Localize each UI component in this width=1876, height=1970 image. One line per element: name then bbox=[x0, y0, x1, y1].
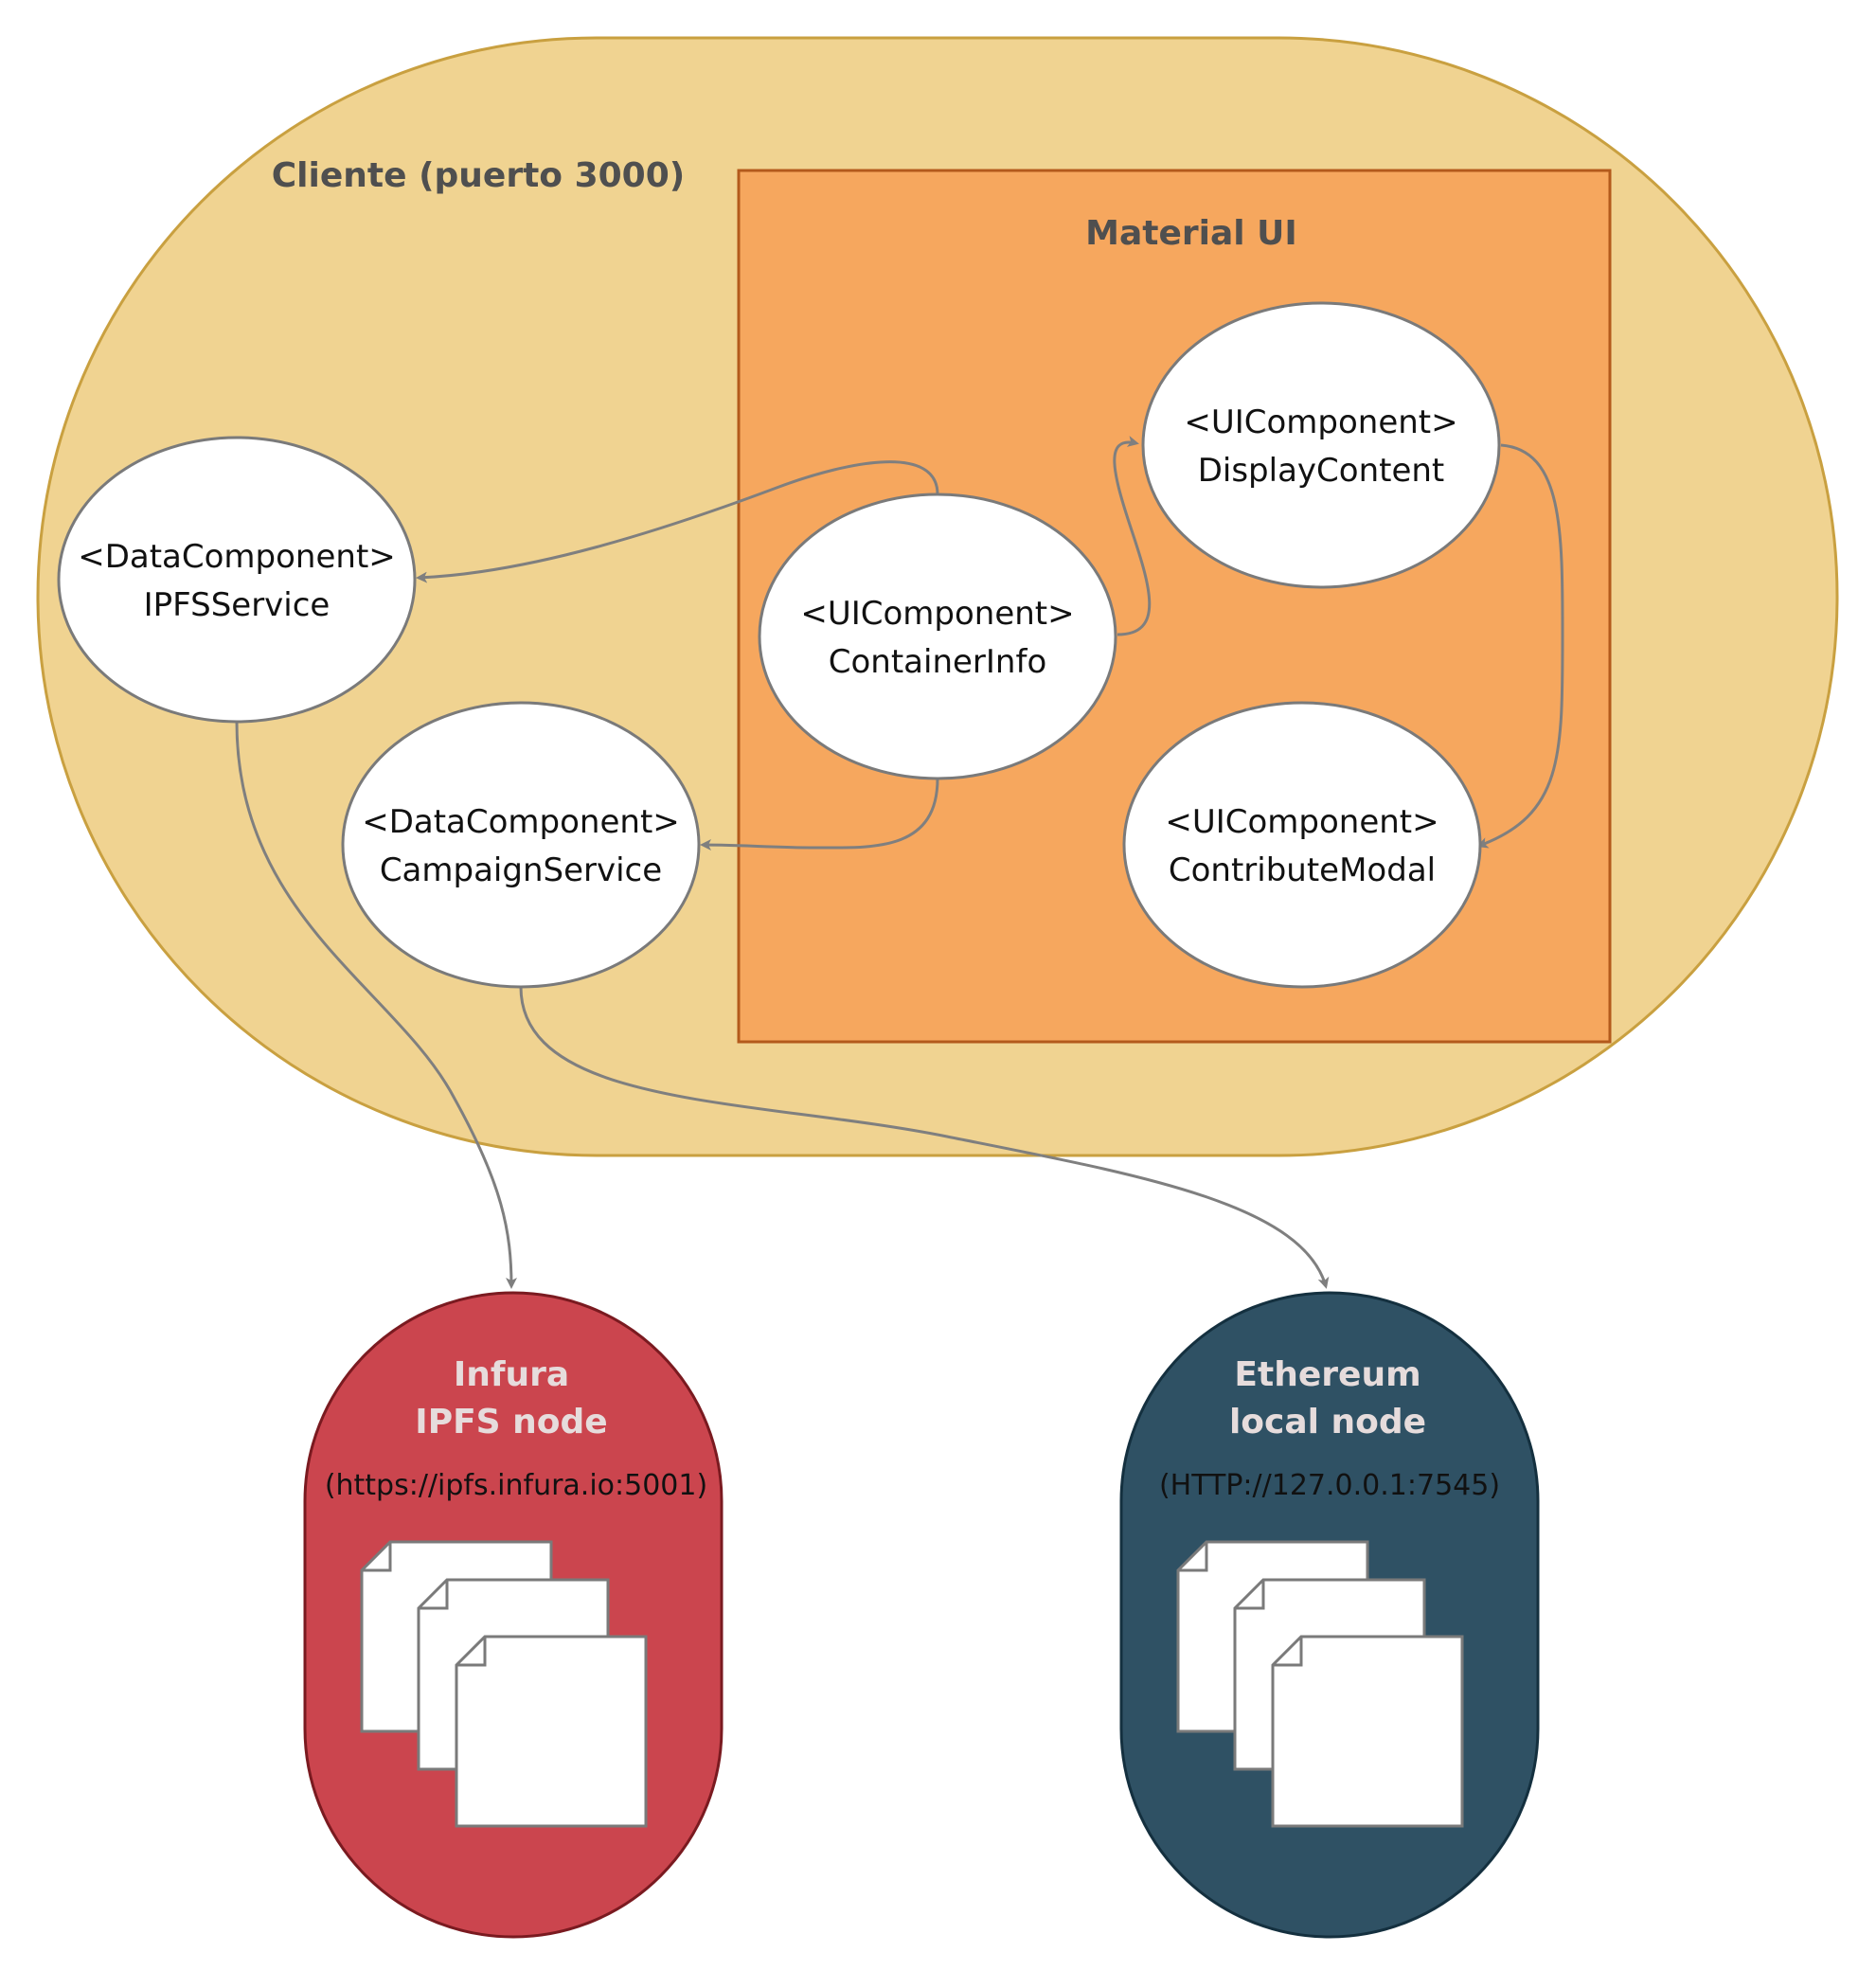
documents-stack-icon bbox=[360, 1540, 648, 1828]
ethereum-node-url: (HTTP://127.0.0.1:7545) bbox=[1159, 1469, 1500, 1502]
component-contributemodal-name: ContributeModal bbox=[1169, 851, 1436, 889]
component-ipfsservice: <DataComponent> IPFSService bbox=[57, 436, 417, 724]
component-ipfsservice-name: IPFSService bbox=[144, 586, 331, 624]
component-containerinfo-name: ContainerInfo bbox=[829, 643, 1047, 681]
component-contributemodal-shape bbox=[1122, 701, 1482, 989]
component-campaignservice: <DataComponent> CampaignService bbox=[341, 701, 701, 989]
component-contributemodal-stereotype: <UIComponent> bbox=[1165, 803, 1438, 841]
component-campaignservice-name: CampaignService bbox=[380, 851, 662, 889]
edge-displaycontent-to-contributemodal bbox=[1476, 443, 1564, 849]
documents-stack-icon bbox=[1176, 1540, 1464, 1828]
component-containerinfo-stereotype: <UIComponent> bbox=[800, 595, 1074, 633]
infura-node: Infura IPFS node (https://ipfs.infura.io… bbox=[303, 1291, 724, 1939]
material-ui-container-title: Material UI bbox=[1085, 214, 1297, 253]
ethereum-node-title-line2: local node bbox=[1229, 1403, 1426, 1442]
ethereum-node-title-line1: Ethereum bbox=[1234, 1355, 1420, 1394]
edge-campaignservice-to-ethereum bbox=[519, 986, 1330, 1289]
component-containerinfo-shape bbox=[758, 492, 1117, 780]
edge-ipfsservice-to-infura bbox=[235, 721, 517, 1289]
component-displaycontent-stereotype: <UIComponent> bbox=[1184, 403, 1457, 441]
component-displaycontent-shape bbox=[1141, 301, 1501, 589]
edge-containerinfo-to-displaycontent bbox=[1113, 436, 1152, 636]
edges bbox=[235, 436, 1564, 1289]
infura-node-url: (https://ipfs.infura.io:5001) bbox=[325, 1469, 707, 1502]
component-displaycontent-name: DisplayContent bbox=[1198, 452, 1445, 490]
infura-node-title-line1: Infura bbox=[454, 1355, 569, 1394]
component-displaycontent: <UIComponent> DisplayContent bbox=[1141, 301, 1501, 589]
component-campaignservice-shape bbox=[341, 701, 701, 989]
infura-node-title-line2: IPFS node bbox=[415, 1403, 607, 1442]
component-containerinfo: <UIComponent> ContainerInfo bbox=[758, 492, 1117, 780]
ethereum-node: Ethereum local node (HTTP://127.0.0.1:75… bbox=[1119, 1291, 1540, 1939]
component-ipfsservice-stereotype: <DataComponent> bbox=[78, 538, 396, 576]
component-campaignservice-stereotype: <DataComponent> bbox=[362, 803, 680, 841]
component-ipfsservice-shape bbox=[57, 436, 417, 724]
component-contributemodal: <UIComponent> ContributeModal bbox=[1122, 701, 1482, 989]
edge-containerinfo-to-campaignservice bbox=[700, 778, 939, 851]
edge-containerinfo-to-ipfsservice bbox=[416, 460, 939, 583]
client-container-title: Cliente (puerto 3000) bbox=[272, 156, 685, 195]
